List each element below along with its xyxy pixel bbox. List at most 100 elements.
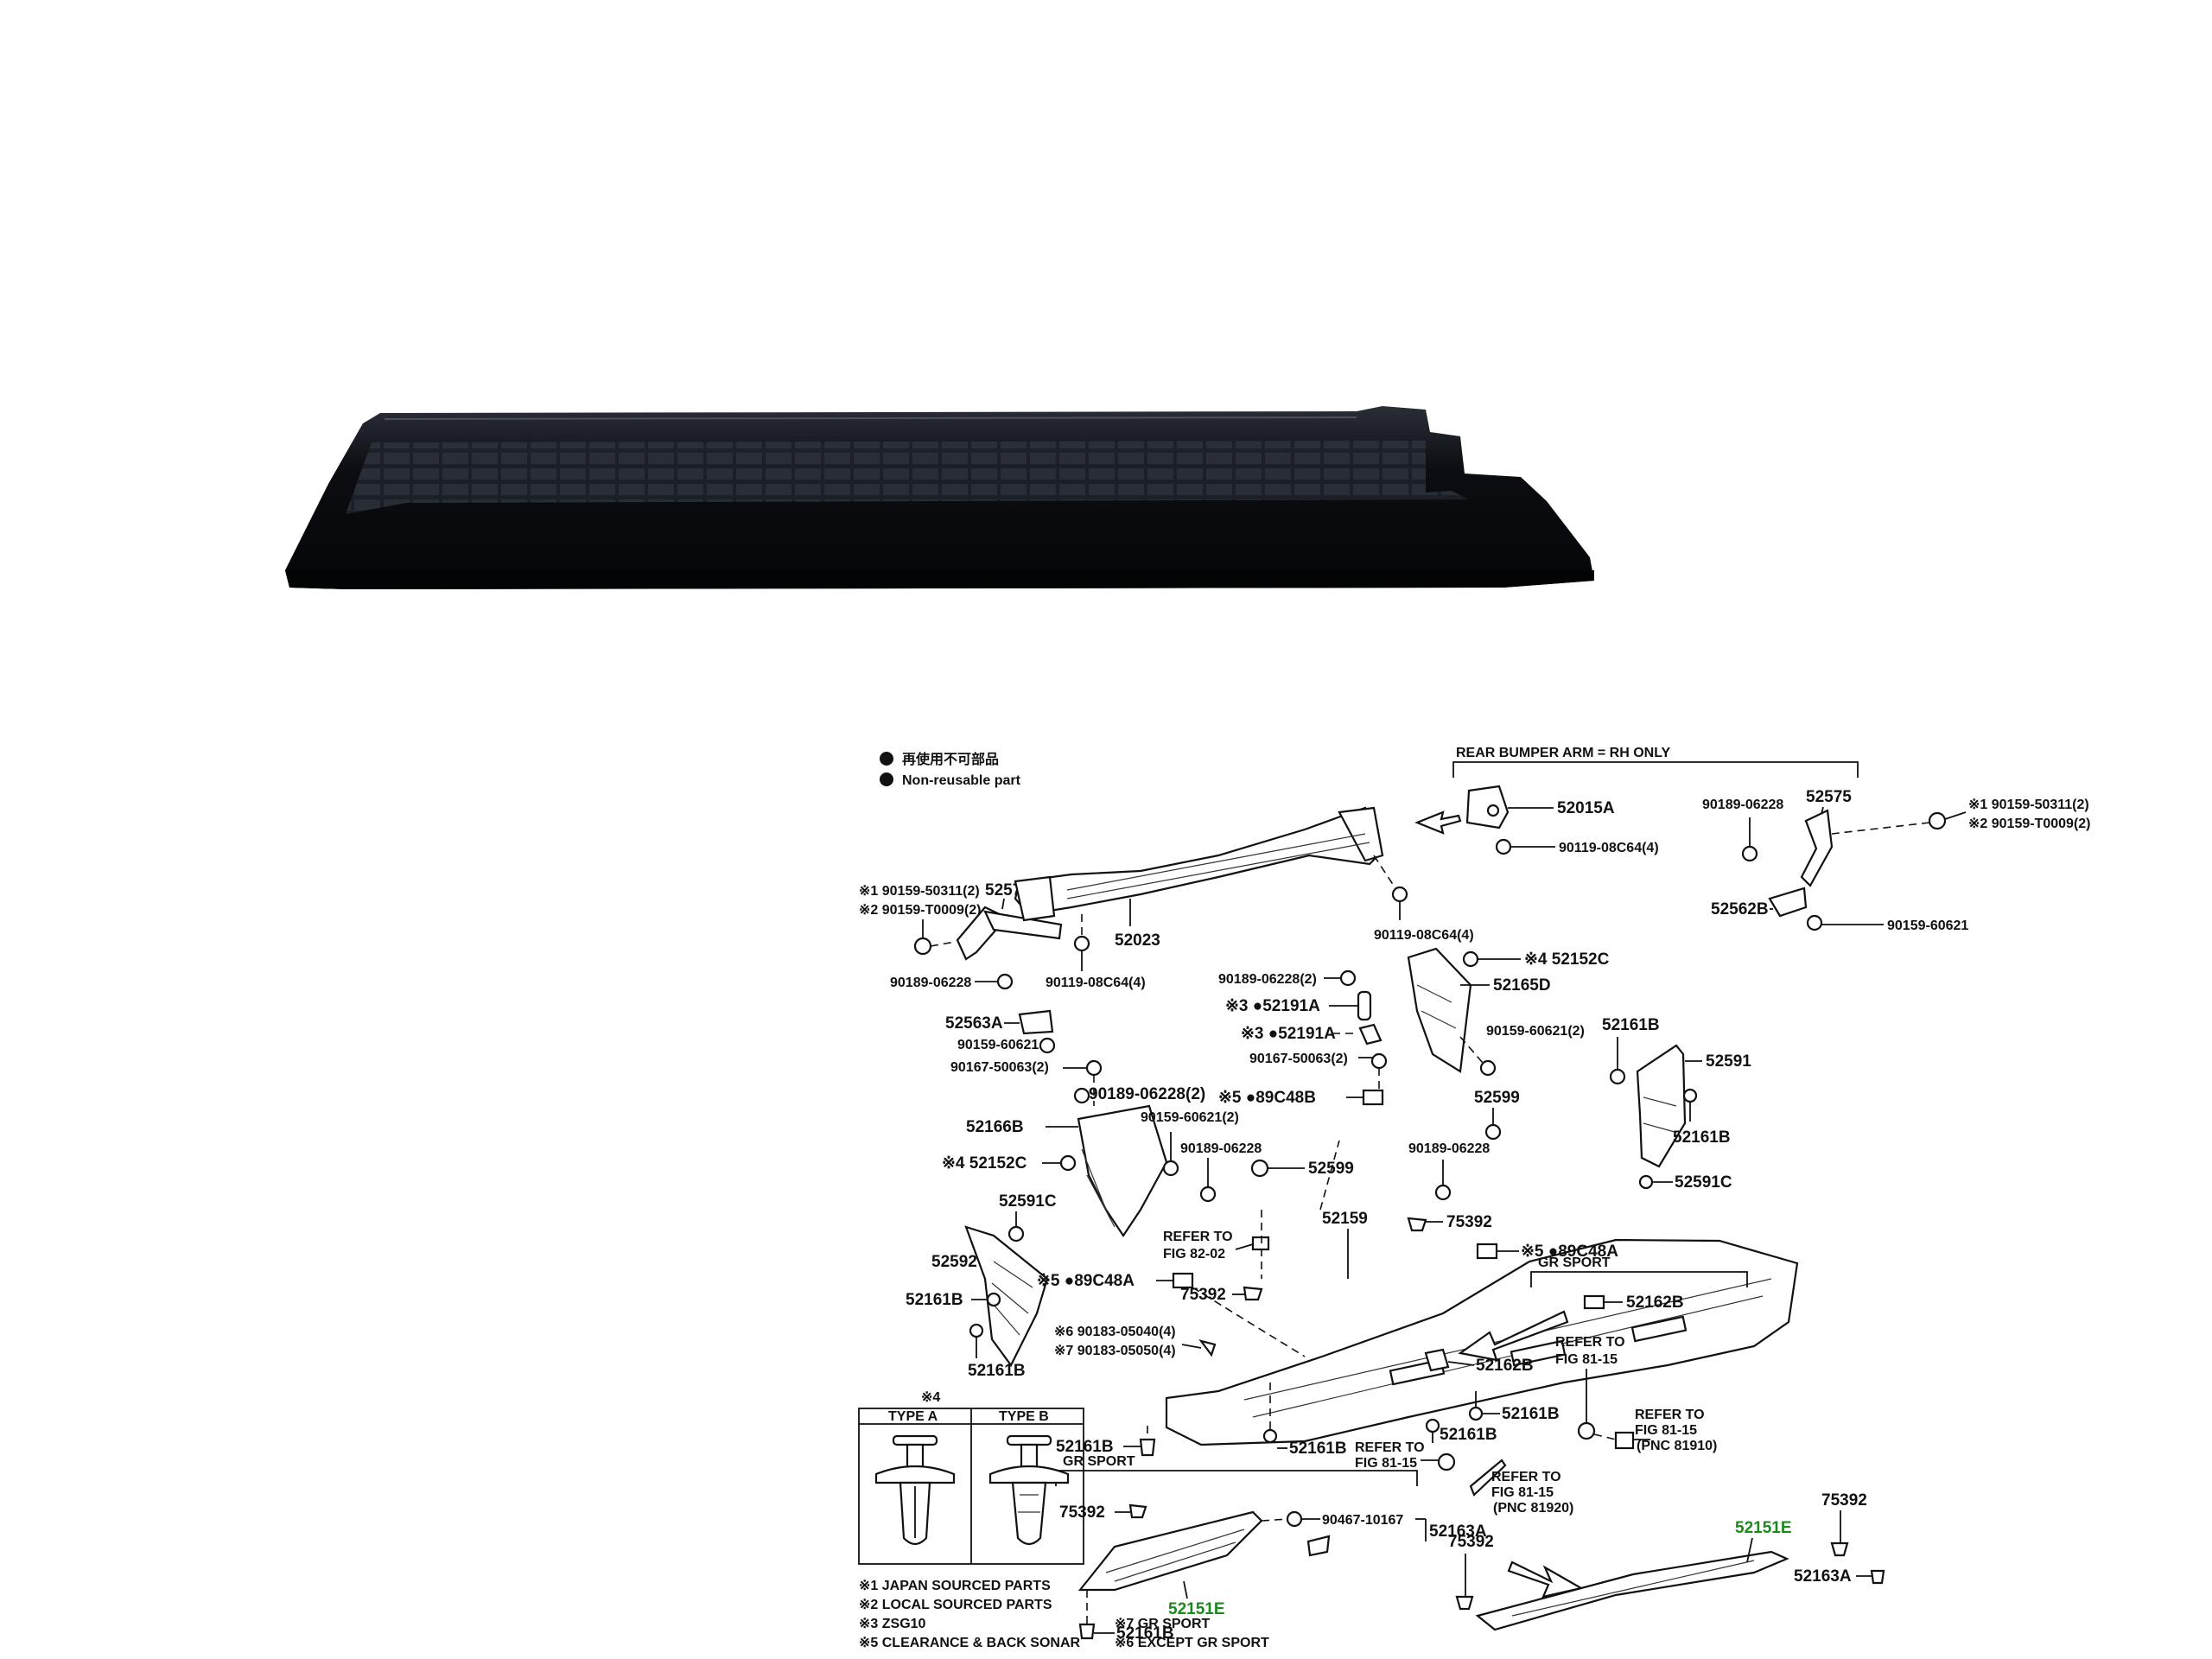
label-52165D: 52165D — [1493, 976, 1551, 995]
label-52152C-r: ※4 52152C — [1524, 950, 1610, 969]
refer-81-15-a-line2: FIG 81-15 — [1555, 1352, 1618, 1367]
refer-82-02-line2: FIG 82-02 — [1163, 1247, 1225, 1262]
label-52592: 52592 — [931, 1253, 977, 1271]
legend-jp-text: 再使用不可部品 — [902, 751, 999, 767]
refer-81-15-a-line1: REFER TO — [1555, 1335, 1625, 1350]
label-52015A: 52015A — [1557, 799, 1615, 817]
note-3: ※3 ZSG10 — [859, 1617, 926, 1631]
label-90119-top: 90119-08C64(4) — [1559, 841, 1659, 855]
label-75392-c: 75392 — [1059, 1503, 1105, 1522]
refer-81-15-c-line3: (PNC 81920) — [1493, 1501, 1573, 1516]
label-90159-60621-l: 90159-60621 — [957, 1038, 1039, 1052]
label-52161B-tr: 52161B — [1602, 1016, 1660, 1034]
label-52163A-b: 52163A — [1794, 1567, 1852, 1586]
part-52166B — [1077, 1104, 1168, 1237]
label-52161B-bot: 52161B — [1116, 1624, 1174, 1643]
label-90189-l: 90189-06228 — [890, 976, 971, 990]
refer-81-15-b-line2: FIG 81-15 — [1355, 1456, 1417, 1471]
label-52162B-gr: 52162B — [1626, 1294, 1684, 1312]
label-52191A-1: ※3 ●52191A — [1225, 997, 1320, 1015]
label-90183-b: ※7 90183-05050(4) — [1054, 1344, 1176, 1358]
label-52575: 52575 — [1806, 788, 1852, 806]
clip-type-a — [874, 1434, 956, 1546]
type-a-label: TYPE A — [888, 1409, 938, 1424]
label-90119-mid: 90119-08C64(4) — [1374, 928, 1474, 943]
note-2: ※2 LOCAL SOURCED PARTS — [859, 1598, 1052, 1612]
label-90159-50311-r: ※1 90159-50311(2) — [1968, 798, 2089, 812]
label-90189-r: 90189-06228 — [1408, 1141, 1490, 1156]
note-1: ※1 JAPAN SOURCED PARTS — [859, 1579, 1051, 1593]
product-photo — [285, 406, 1594, 589]
part-52591 — [1636, 1044, 1687, 1168]
notes-list: ※1 JAPAN SOURCED PARTS ※2 LOCAL SOURCED … — [859, 1579, 1269, 1650]
label-52161B-l: 52161B — [906, 1291, 963, 1309]
label-52591C-r: 52591C — [1675, 1173, 1732, 1192]
label-52163A-a: 52163A — [1429, 1522, 1487, 1541]
label-52159: 52159 — [1322, 1210, 1368, 1228]
label-90167-l: 90167-50063(2) — [950, 1060, 1049, 1075]
refer-81-15-c-line1: REFER TO — [1491, 1470, 1561, 1484]
label-89C48B: ※5 ●89C48B — [1218, 1089, 1316, 1107]
label-52591C-l: 52591C — [999, 1192, 1057, 1211]
refer-81-15-c-line2: FIG 81-15 — [1491, 1485, 1554, 1500]
label-90159-T0009-l: ※2 90159-T0009(2) — [859, 903, 982, 918]
label-90189-m: 90189-06228 — [1180, 1141, 1262, 1156]
label-75392-a: 75392 — [1446, 1213, 1492, 1231]
label-52151E-b: 52151E — [1735, 1519, 1792, 1537]
label-90159-60621-r: 90159-60621 — [1887, 918, 1968, 933]
label-90159-2b: 90159-60621(2) — [1141, 1110, 1239, 1125]
label-52191A-2: ※3 ●52191A — [1241, 1025, 1336, 1043]
refer-82-02-line1: REFER TO — [1163, 1230, 1233, 1244]
group-gr-sport-right: GR SPORT — [1538, 1255, 1611, 1270]
label-90159-50311-l: ※1 90159-50311(2) — [859, 884, 980, 899]
label-52161B-b: 52161B — [1289, 1440, 1347, 1458]
parts-diagram: 再使用不可部品 Non-reusable part REAR BUMPER AR… — [858, 746, 2091, 1650]
label-52151E-a: 52151E — [1168, 1600, 1225, 1618]
label-89C48A-r: ※5 ●89C48A — [1521, 1243, 1618, 1261]
label-90189-2a: 90189-06228(2) — [1218, 972, 1317, 987]
label-52161B-bb: 52161B — [1056, 1438, 1114, 1456]
label-90159-60621-2: 90159-60621(2) — [1486, 1024, 1585, 1039]
label-89C48A-l: ※5 ●89C48A — [1037, 1272, 1135, 1290]
label-52161B-c: 52161B — [1502, 1405, 1560, 1423]
part-52575 — [1800, 809, 1834, 887]
part-52165D — [1407, 947, 1472, 1073]
part-52151E-a — [1077, 1510, 1263, 1592]
label-75392-b: 75392 — [1180, 1286, 1226, 1304]
note-5: ※5 CLEARANCE & BACK SONAR — [859, 1636, 1081, 1650]
label-90183-a: ※6 90183-05040(4) — [1054, 1325, 1176, 1339]
label-52162B: 52162B — [1476, 1357, 1534, 1375]
label-52562B: 52562B — [1711, 900, 1769, 918]
refer-81-15-d-line1: REFER TO — [1635, 1408, 1705, 1422]
label-52023: 52023 — [1115, 931, 1160, 950]
label-75392-d: 75392 — [1448, 1533, 1494, 1551]
refer-81-15-b-line1: REFER TO — [1355, 1440, 1425, 1455]
part-52023 — [1014, 806, 1384, 922]
label-52161B-l2: 52161B — [968, 1362, 1026, 1380]
refer-81-15-d-line3: (PNC 81910) — [1637, 1439, 1717, 1453]
note-7: ※7 GR SPORT — [1115, 1617, 1211, 1631]
group-arm-label: REAR BUMPER ARM = RH ONLY — [1456, 746, 1671, 760]
legend-text: Non-reusable part — [902, 773, 1021, 788]
part-52592 — [964, 1225, 1049, 1368]
label-52161B-r2: 52161B — [1673, 1128, 1731, 1147]
label-90167-r: 90167-50063(2) — [1249, 1052, 1348, 1066]
bumper-trim-photo — [285, 406, 1594, 589]
group-gr-sport-lower: GR SPORT — [1063, 1454, 1135, 1469]
label-90189-2b: 90189-06228(2) — [1089, 1085, 1205, 1103]
part-52015A — [1465, 785, 1510, 830]
clip-type-b — [988, 1434, 1070, 1546]
refer-81-15-d-line2: FIG 81-15 — [1635, 1423, 1697, 1438]
label-52161B-c2: 52161B — [1440, 1426, 1497, 1444]
part-52562B — [1768, 887, 1808, 918]
label-52591: 52591 — [1706, 1052, 1751, 1071]
note-6: ※6 EXCEPT GR SPORT — [1115, 1636, 1269, 1650]
type-b-label: TYPE B — [999, 1409, 1049, 1424]
label-52166B: 52166B — [966, 1118, 1024, 1136]
part-52151E-b — [1475, 1550, 1789, 1631]
label-90119-low: 90119-08C64(4) — [1046, 976, 1146, 990]
label-52563A: 52563A — [945, 1014, 1003, 1033]
label-90189-a: 90189-06228 — [1702, 798, 1783, 812]
label-52599-r: 52599 — [1474, 1089, 1520, 1107]
label-90467: 90467-10167 — [1322, 1513, 1403, 1528]
